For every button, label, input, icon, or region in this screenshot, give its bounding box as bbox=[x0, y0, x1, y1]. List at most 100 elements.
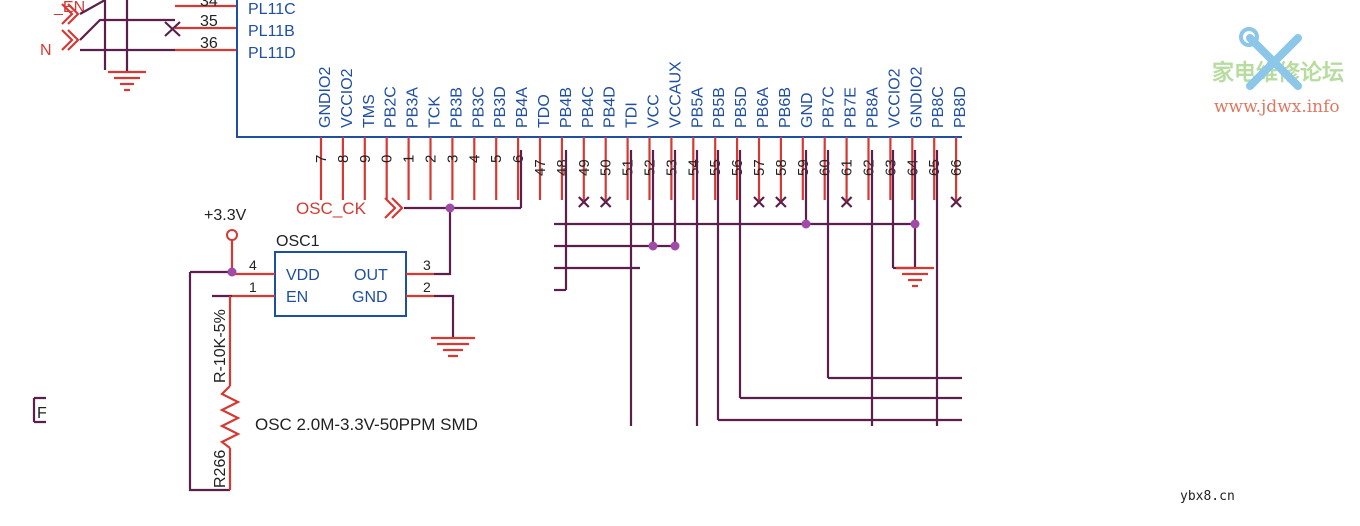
fpga-pin-number: 66 bbox=[948, 159, 965, 176]
fpga-pin-number: 63 bbox=[882, 159, 899, 176]
watermark-logo-icon bbox=[1239, 27, 1302, 90]
fpga-pin-number: 57 bbox=[751, 159, 768, 176]
no-connect-mark bbox=[164, 21, 181, 37]
pin-name-pl11c: PL11C bbox=[248, 1, 296, 18]
pin-name-pl11d: PL11D bbox=[248, 45, 296, 62]
fpga-pin-number: 62 bbox=[861, 159, 878, 176]
fpga-pin-number: 65 bbox=[926, 159, 943, 176]
ground-symbol-top bbox=[108, 70, 146, 92]
fpga-pin: PB8D 66 bbox=[948, 86, 969, 208]
fpga-pin-number: 54 bbox=[685, 159, 702, 176]
fpga-pin-name: PB2C bbox=[383, 86, 400, 128]
no-connect-mark bbox=[578, 196, 590, 208]
osc1-pin-gnd: GND bbox=[352, 289, 388, 306]
osc1-pin-number-1: 1 bbox=[249, 279, 257, 295]
fpga-pin-number: 55 bbox=[707, 159, 724, 176]
fpga-pin: PB3A 1 bbox=[401, 87, 422, 200]
fpga-pin-name: PB4C bbox=[580, 86, 597, 128]
ground-symbol-right bbox=[893, 266, 934, 288]
fpga-pin-name: PB4D bbox=[602, 86, 619, 128]
fpga-body-outline bbox=[236, 0, 962, 138]
fpga-pin-name: VCCIO2 bbox=[886, 68, 903, 128]
fpga-pin-number: 59 bbox=[795, 159, 812, 176]
fpga-pin-name: PB3D bbox=[492, 86, 509, 128]
fpga-pin-number: 3 bbox=[444, 155, 461, 163]
fpga-pin-name: TMS bbox=[361, 94, 378, 128]
fpga-pin-name: PB7C bbox=[821, 86, 838, 128]
fpga-pin-number: 5 bbox=[488, 155, 505, 163]
fpga-pin-number: 1 bbox=[401, 155, 418, 163]
junction-dot bbox=[227, 267, 237, 277]
osc1-pin-en: EN bbox=[286, 289, 308, 306]
no-connect-mark bbox=[599, 196, 612, 208]
fpga-pin-name: PB8D bbox=[952, 86, 969, 128]
fpga-pin-name: PB5D bbox=[733, 86, 750, 128]
fpga-pin-number: 8 bbox=[335, 155, 352, 163]
fpga-pin-number: 7 bbox=[313, 155, 330, 163]
fpga-pin-number: 50 bbox=[598, 159, 615, 176]
fpga-pin-name: PB3B bbox=[448, 87, 465, 128]
fpga-pin-name: PB3A bbox=[405, 87, 422, 128]
fpga-pin-number: 58 bbox=[773, 159, 790, 176]
fpga-pin: PB6A 57 bbox=[751, 87, 772, 208]
net-port-en-1 bbox=[61, 3, 80, 25]
fpga-pin-name: TDO bbox=[536, 94, 553, 128]
junction-dot bbox=[670, 241, 680, 251]
resistor-ref: R266 bbox=[212, 450, 229, 488]
fpga-pin-name: PB6A bbox=[755, 87, 772, 128]
fpga-pin: PB3D 5 bbox=[488, 86, 509, 200]
net-port-osc-ck bbox=[384, 197, 404, 219]
fpga-pin: PB7E 61 bbox=[839, 87, 860, 208]
fpga-pin-number: 0 bbox=[379, 155, 396, 163]
fpga-pin-number: 61 bbox=[839, 159, 856, 176]
fpga-pin-number: 6 bbox=[510, 155, 527, 163]
fpga-pin-name: GNDIO2 bbox=[317, 67, 334, 128]
pin-number-35: 35 bbox=[200, 13, 218, 30]
fpga-pin-name: PB3C bbox=[470, 86, 487, 128]
fpga-pin-name: GNDIO2 bbox=[908, 67, 925, 128]
fpga-pin: TDI 51 bbox=[620, 102, 641, 200]
no-connect-mark bbox=[753, 196, 765, 208]
power-symbol bbox=[226, 229, 238, 241]
fpga-pin-name: PB5A bbox=[689, 87, 706, 128]
fpga-pin-name: PB7E bbox=[843, 87, 860, 128]
pin-number-36: 36 bbox=[200, 35, 218, 52]
osc1-body bbox=[274, 251, 407, 317]
fpga-pin-number: 48 bbox=[554, 159, 571, 176]
fpga-pin-number: 47 bbox=[532, 159, 549, 176]
osc1-pin-number-3: 3 bbox=[423, 257, 431, 273]
junction-dot bbox=[648, 241, 658, 251]
junction-dot bbox=[445, 203, 455, 213]
osc1-pin-number-4: 4 bbox=[249, 257, 257, 273]
no-connect-mark bbox=[775, 196, 787, 208]
fpga-pin-name: PB4B bbox=[558, 87, 575, 128]
net-label-fragment: N bbox=[40, 42, 52, 59]
fpga-pin: PB4D 50 bbox=[598, 86, 619, 208]
fpga-pin-number: 53 bbox=[663, 159, 680, 176]
osc1-description: OSC 2.0M-3.3V-50PPM SMD bbox=[255, 415, 478, 434]
fpga-pin-number: 64 bbox=[904, 159, 921, 176]
no-connect-mark bbox=[840, 196, 853, 208]
osc1-pin-number-2: 2 bbox=[423, 279, 431, 295]
left-edge-fragment: F bbox=[32, 396, 47, 424]
fpga-pin-number: 51 bbox=[620, 159, 637, 176]
net-label-en: _EN bbox=[53, 0, 85, 16]
fpga-pin-name: TDI bbox=[624, 102, 641, 128]
bus-wiring bbox=[554, 150, 962, 426]
fpga-pin: TDO 47 bbox=[532, 94, 553, 200]
fpga-pin: PB3C 4 bbox=[466, 86, 487, 200]
fpga-pin-number: 4 bbox=[466, 155, 483, 163]
no-connect-mark bbox=[950, 196, 962, 208]
